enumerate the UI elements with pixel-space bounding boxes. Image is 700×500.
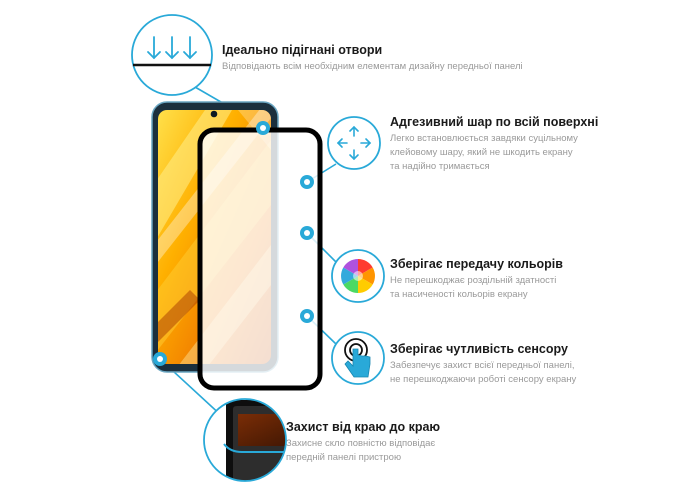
feature-description: Захисне скло повністю відповідає передні… — [286, 438, 436, 463]
feature-sensor: Зберігає чутливість сенсору Забезпечує з… — [390, 342, 576, 387]
feature-title: Захист від краю до краю — [286, 420, 441, 434]
feature-description: Не перешкоджає роздільній здатності та н… — [390, 275, 557, 300]
feature-description: Відповідають всім необхідним елементам д… — [222, 61, 523, 72]
arrows-down-icon — [131, 14, 213, 96]
feature-title: Адгезивний шар по всій поверхні — [390, 115, 599, 129]
glass-protector — [197, 127, 323, 391]
feature-description: Забезпечує захист всієї передньої панелі… — [390, 360, 577, 385]
touch-hand-icon — [331, 331, 385, 385]
color-wheel-icon — [331, 249, 385, 303]
feature-title: Зберігає передачу кольорів — [390, 257, 563, 271]
feature-title: Ідеально підігнані отвори — [222, 43, 383, 57]
marker-dots — [153, 121, 314, 366]
feature-title: Зберігає чутливість сенсору — [390, 342, 568, 356]
feature-holes: Ідеально підігнані отвори Відповідають в… — [222, 43, 523, 74]
feature-edge: Захист від краю до краю Захисне скло пов… — [286, 420, 440, 465]
feature-description: Легко встановлюється завдяки суцільному … — [390, 133, 578, 172]
move-arrows-icon — [327, 116, 381, 170]
feature-colors: Зберігає передачу кольорів Не перешкоджа… — [390, 257, 563, 302]
feature-adhesive: Адгезивний шар по всій поверхні Легко вс… — [390, 115, 598, 174]
